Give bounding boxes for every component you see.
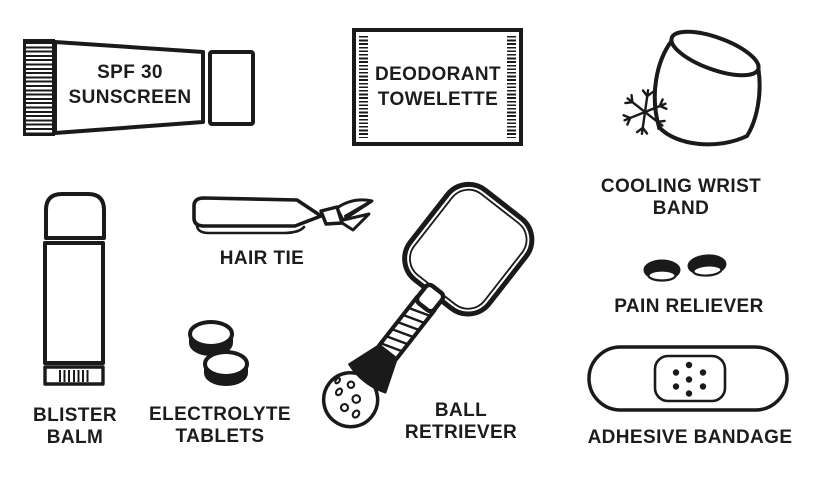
- pill: [687, 254, 727, 277]
- tie-band: [192, 196, 323, 228]
- tie-band-thickness: [195, 224, 306, 235]
- electrolyte-tablets-icon: [188, 320, 249, 386]
- label-line: SPF 30: [97, 62, 163, 83]
- balm-base-ridges: [59, 370, 89, 382]
- painreliever-label: PAIN RELIEVER: [614, 296, 763, 318]
- tie-tail-upper-fold: [343, 200, 371, 218]
- tablet: [188, 320, 234, 356]
- packet-crimped-edge-left: [359, 36, 368, 138]
- towelette-packet-icon: [352, 28, 523, 146]
- tablet: [203, 350, 249, 386]
- wristband-label: COOLING WRIST BAND: [601, 176, 761, 220]
- tube-crimped-end: [23, 39, 55, 136]
- deodorant-label: DEODORANT TOWELETTE: [375, 62, 501, 112]
- paddle-and-ball-icon: [321, 181, 535, 429]
- band-opening: [669, 29, 761, 78]
- label-line: BAND: [652, 198, 710, 219]
- label-line: TOWELETTE: [377, 89, 499, 110]
- snowflake-icon: [622, 89, 668, 135]
- label-line: BALM: [46, 427, 104, 448]
- cooling-wristband-icon: [622, 29, 762, 147]
- label-line: BLISTER: [32, 405, 118, 426]
- label-line: TABLETS: [175, 426, 265, 447]
- packet-crimped-edge-right: [507, 36, 516, 138]
- adhesive-bandage-icon: [587, 345, 789, 412]
- label-line: ELECTROLYTE: [149, 404, 291, 425]
- label-line: SUNSCREEN: [68, 87, 192, 108]
- balm-cap: [44, 192, 106, 240]
- label-line: BALL: [434, 400, 488, 421]
- pill: [643, 259, 681, 282]
- hair-tie-icon: [192, 196, 374, 235]
- hairtie-label: HAIR TIE: [220, 248, 304, 270]
- tube-body: [53, 40, 205, 135]
- label-line: HAIR TIE: [219, 248, 305, 269]
- bandage-label: ADHESIVE BANDAGE: [588, 427, 793, 449]
- label-line: RETRIEVER: [404, 422, 518, 443]
- paddle-cone: [348, 343, 398, 394]
- tube-cap: [208, 50, 255, 126]
- blisterbalm-label: BLISTER BALM: [33, 405, 117, 449]
- sunscreen-tube-icon: [53, 40, 255, 135]
- label-line: DEODORANT: [374, 64, 502, 85]
- bandage-pad-dots: [672, 361, 707, 397]
- balm-body: [43, 241, 105, 365]
- ballretriever-label: BALL RETRIEVER: [405, 400, 517, 444]
- label-line: PAIN RELIEVER: [614, 296, 764, 317]
- balm-stick-icon: [43, 192, 106, 386]
- label-line: COOLING WRIST: [600, 176, 762, 197]
- tie-knot: [319, 205, 344, 226]
- electrolyte-label: ELECTROLYTE TABLETS: [149, 404, 291, 448]
- sunscreen-label: SPF 30 SUNSCREEN: [69, 60, 192, 110]
- tie-tail-lower: [337, 212, 371, 232]
- label-line: ADHESIVE BANDAGE: [587, 427, 793, 448]
- paddle-collar: [414, 282, 446, 314]
- pain-pills-icon: [643, 254, 727, 282]
- retriever-ball: [321, 370, 380, 429]
- handle-wrap-lines: [379, 306, 432, 353]
